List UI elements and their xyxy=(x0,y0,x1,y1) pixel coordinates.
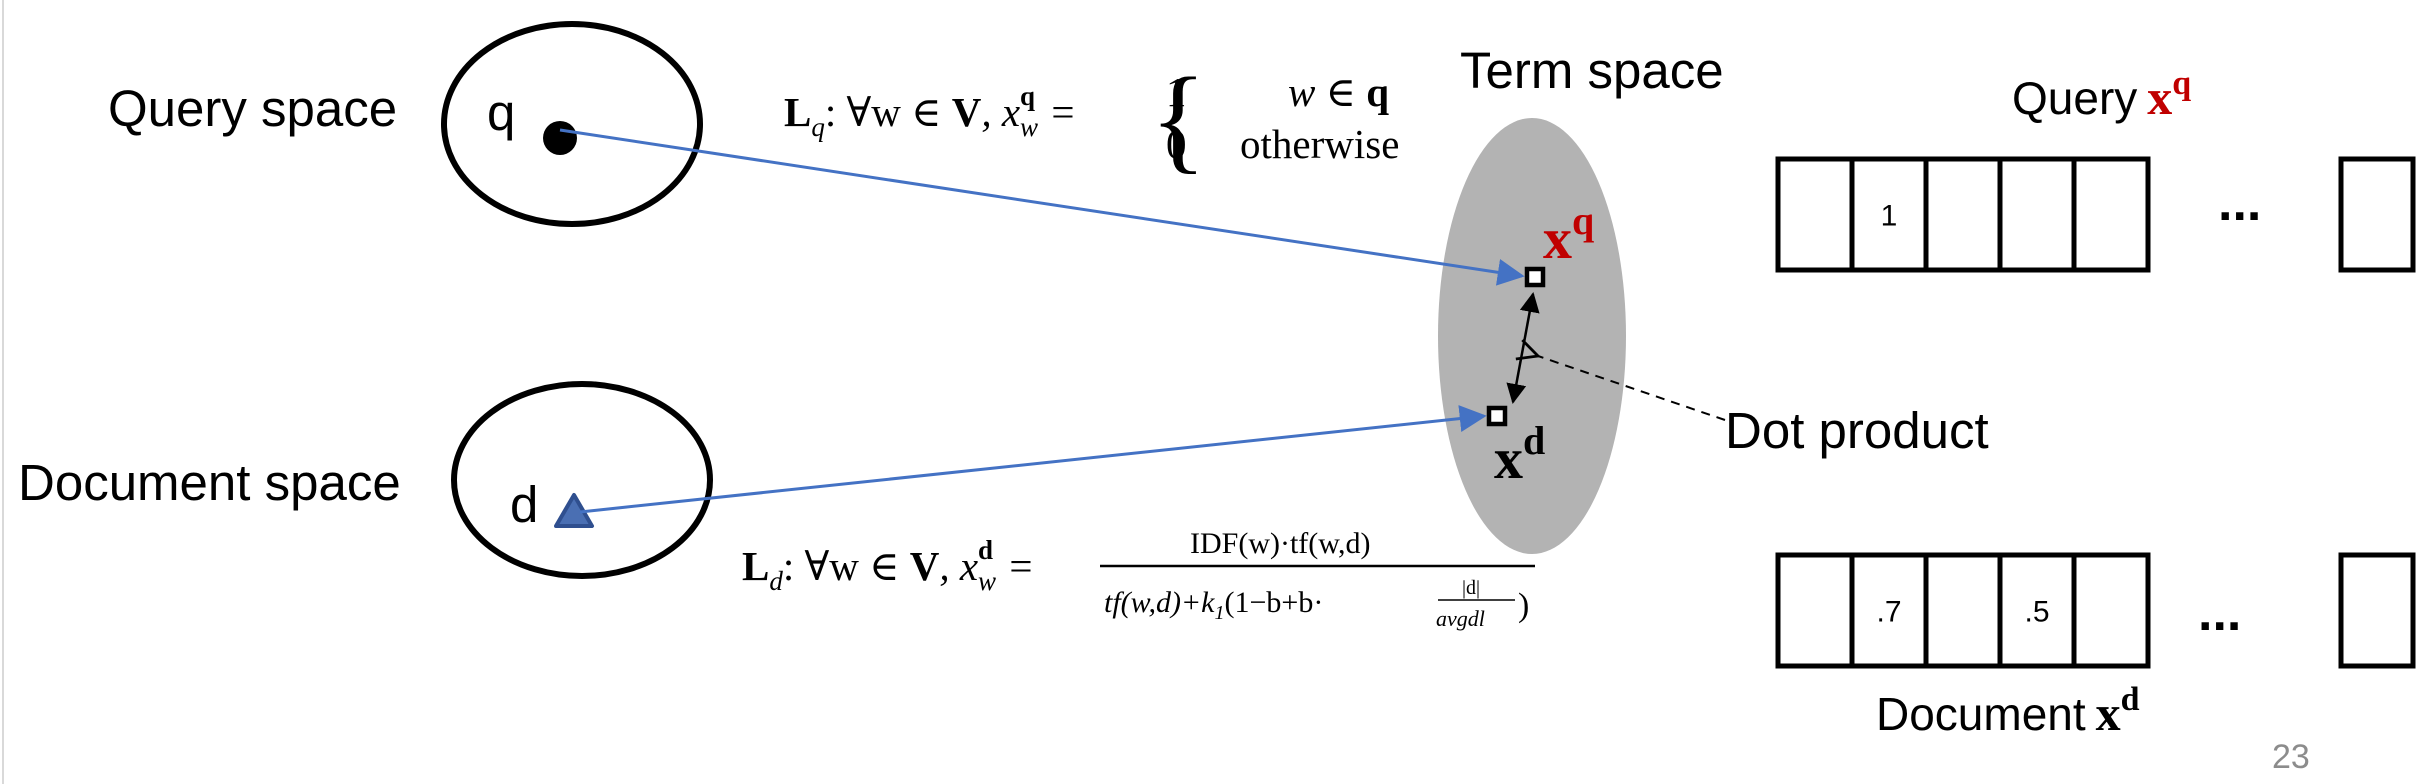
query-point xyxy=(543,121,577,155)
svg-text:): ) xyxy=(1518,587,1529,624)
term-space-document-vector-label: xd xyxy=(1494,418,1545,491)
document-vector-cell xyxy=(1923,552,2003,669)
document-vector-point xyxy=(1486,405,1508,427)
query-vector-ellipsis: ... xyxy=(2218,174,2261,232)
query-mapping-arrow xyxy=(559,128,1525,286)
query-label: q xyxy=(487,84,515,141)
query-vector-last-cell xyxy=(2338,156,2416,273)
document-vector-last-cell xyxy=(2338,552,2416,669)
svg-text:{: { xyxy=(1150,53,1207,184)
svg-text:Lq: ∀w ∈ V, xwq =: Lq: ∀w ∈ V, xwq = xyxy=(784,81,1074,142)
svg-text:0: 0 xyxy=(1166,121,1187,167)
svg-text:|d|: |d| xyxy=(1462,577,1480,599)
document-vector-cell-value: .7 xyxy=(1876,596,1901,629)
query-vector-cell-value: 1 xyxy=(1881,200,1898,233)
svg-text:otherwise: otherwise xyxy=(1240,121,1399,167)
svg-text:1: 1 xyxy=(1166,69,1187,115)
term-space-ellipse xyxy=(1438,118,1626,554)
document-label: d xyxy=(510,476,538,533)
svg-text:tf(w,d)+k1(1−b+b·: tf(w,d)+k1(1−b+b· xyxy=(1104,586,1323,624)
query-mapping-formula: Lq: ∀w ∈ V, xwq = { 1 w ∈ q 0 otherwise xyxy=(784,53,1399,184)
dot-product-label: Dot product xyxy=(1725,402,1989,459)
document-vector-cells: .7 .5 xyxy=(1775,552,2151,669)
svg-text:avgdl: avgdl xyxy=(1436,606,1485,631)
svg-text:w ∈ q: w ∈ q xyxy=(1288,69,1389,115)
document-space-ellipse xyxy=(451,381,713,579)
query-vector-cell xyxy=(1997,156,2077,273)
term-space-label: Term space xyxy=(1460,42,1724,99)
svg-text:Ld: ∀w ∈ V, xwd =: Ld: ∀w ∈ V, xwd = xyxy=(742,535,1032,596)
document-space-label: Document space xyxy=(18,454,401,511)
document-vector-cell-value: .5 xyxy=(2024,596,2049,629)
document-mapping-arrow xyxy=(579,405,1487,514)
query-space-label: Query space xyxy=(108,80,397,137)
document-vector-cell xyxy=(2071,552,2151,669)
page-number: 23 xyxy=(2272,738,2310,776)
document-vector-ellipsis: ... xyxy=(2198,584,2241,642)
document-mapping-formula: Ld: ∀w ∈ V, xwd = IDF(w)·tf(w,d) tf(w,d)… xyxy=(742,527,1535,631)
query-vector-cell xyxy=(1923,156,2003,273)
document-vector-cell xyxy=(1775,552,1855,669)
query-vector-cell xyxy=(2071,156,2151,273)
term-space-query-vector-label: xq xyxy=(1543,198,1594,271)
query-vector-cell xyxy=(1775,156,1855,273)
svg-text:IDF(w)·tf(w,d): IDF(w)·tf(w,d) xyxy=(1190,527,1371,560)
query-space-ellipse xyxy=(441,21,703,227)
dot-product-pointer xyxy=(1538,356,1726,421)
query-vector-cells: 1 xyxy=(1775,156,2151,273)
query-vector-point xyxy=(1524,266,1546,288)
